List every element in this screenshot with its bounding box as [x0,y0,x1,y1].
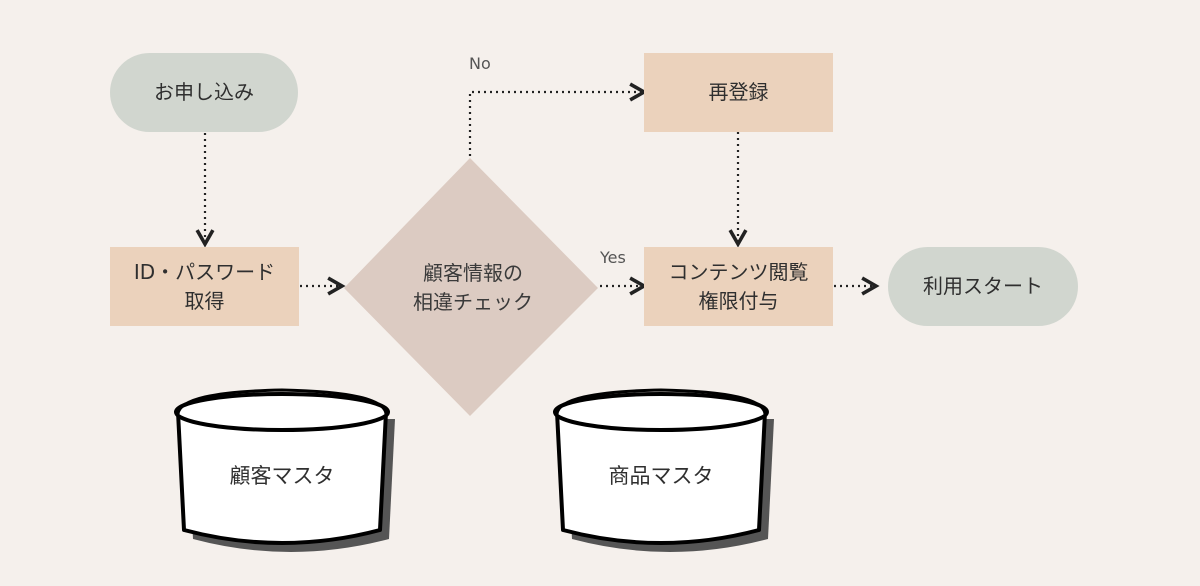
customer-master-db-icon [174,388,395,552]
product-master-db-icon [553,388,774,552]
node-check-label: 顧客情報の 相違チェック [413,261,533,314]
node-grant: コンテンツ閲覧 権限付与 [644,247,833,326]
customer-master-label: 顧客マスタ [229,464,335,488]
node-start: 利用スタート [888,247,1078,326]
product-master-label: 商品マスタ [608,464,714,488]
node-apply: お申し込み [110,53,298,132]
edge-label-yes: Yes [600,248,626,267]
node-reregister: 再登録 [644,53,833,132]
node-id-password: ID・パスワード 取得 [110,247,299,326]
edge-check-no-to-reregister [468,82,648,156]
decision-diamond [344,158,598,416]
edge-label-no: No [469,54,491,73]
